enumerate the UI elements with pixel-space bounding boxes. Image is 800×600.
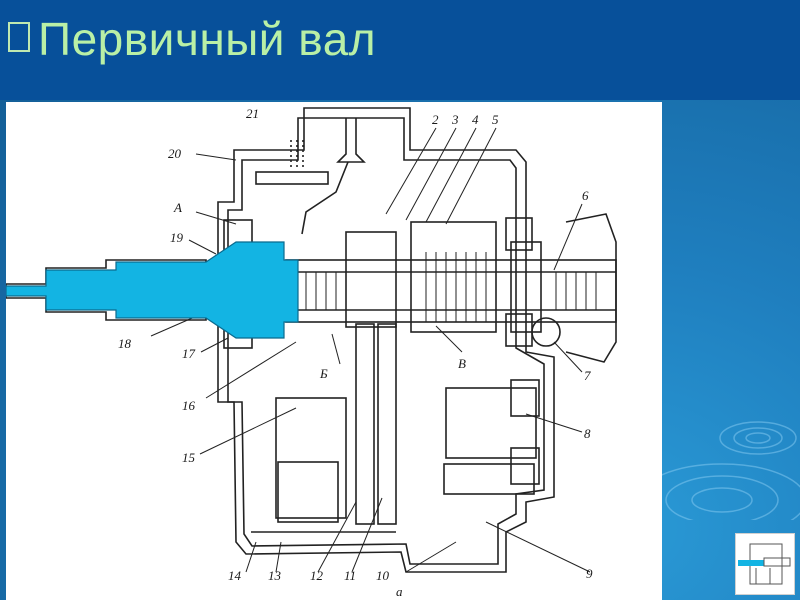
label-6: 6: [582, 188, 589, 203]
gearbox-diagram: 21 20 А 19 18 17 16 15 14 13 12 11 10 а …: [6, 102, 662, 600]
label-21: 21: [246, 106, 259, 121]
label-V: В: [458, 356, 466, 371]
label-8: 8: [584, 426, 591, 441]
label-9: 9: [586, 566, 593, 581]
label-20: 20: [168, 146, 182, 161]
water-ripple-decoration: [662, 421, 800, 520]
label-15: 15: [182, 450, 196, 465]
label-13: 13: [268, 568, 282, 583]
label-a: а: [396, 584, 403, 599]
gearbox-thumbnail: [735, 533, 795, 595]
label-16: 16: [182, 398, 196, 413]
label-2: 2: [432, 112, 439, 127]
label-7: 7: [584, 368, 591, 383]
label-B: Б: [319, 366, 328, 381]
gearbox-drawing: 21 20 А 19 18 17 16 15 14 13 12 11 10 а …: [6, 106, 617, 599]
label-5: 5: [492, 112, 499, 127]
primary-shaft-highlight: [6, 241, 299, 339]
label-3: 3: [451, 112, 459, 127]
label-17: 17: [182, 346, 196, 361]
bullet-box-icon: [8, 22, 30, 52]
label-19: 19: [170, 230, 184, 245]
label-A: А: [173, 200, 182, 215]
slide-title: Первичный вал: [38, 13, 377, 65]
label-14: 14: [228, 568, 242, 583]
label-11: 11: [344, 568, 356, 583]
label-12: 12: [310, 568, 324, 583]
label-10: 10: [376, 568, 390, 583]
label-4: 4: [472, 112, 479, 127]
title-bar: Первичный вал: [0, 0, 800, 100]
gearbox-thumbnail-icon: [738, 543, 791, 585]
label-18: 18: [118, 336, 132, 351]
